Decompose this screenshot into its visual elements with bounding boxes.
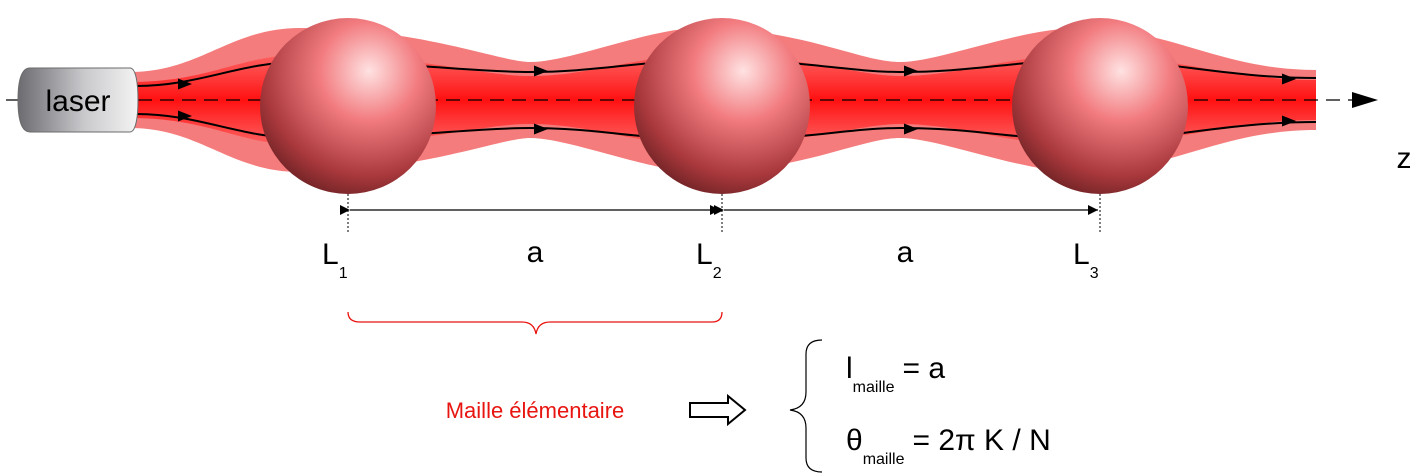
equation-length: lmaille= a <box>846 352 945 396</box>
implies-arrow-icon <box>690 396 745 424</box>
system-brace <box>790 340 822 472</box>
axis-label: z <box>1397 142 1412 175</box>
lens-label-3: L3 <box>1073 238 1099 282</box>
cell-brace <box>348 312 722 334</box>
lens-label-1: L1 <box>322 238 348 282</box>
cell-label: Maille élémentaire <box>446 398 625 423</box>
lens-sphere-1 <box>260 18 436 194</box>
equation-phase: θmaille= 2π K / N <box>846 424 1051 468</box>
lens-sphere-3 <box>1012 18 1188 194</box>
laser-label: laser <box>45 85 110 118</box>
spacing-label-1: a <box>527 236 544 269</box>
z-axis-arrowhead <box>1352 92 1378 108</box>
lens-label-2: L2 <box>696 238 722 282</box>
spacing-label-2: a <box>897 236 914 269</box>
lens-sphere-2 <box>634 18 810 194</box>
